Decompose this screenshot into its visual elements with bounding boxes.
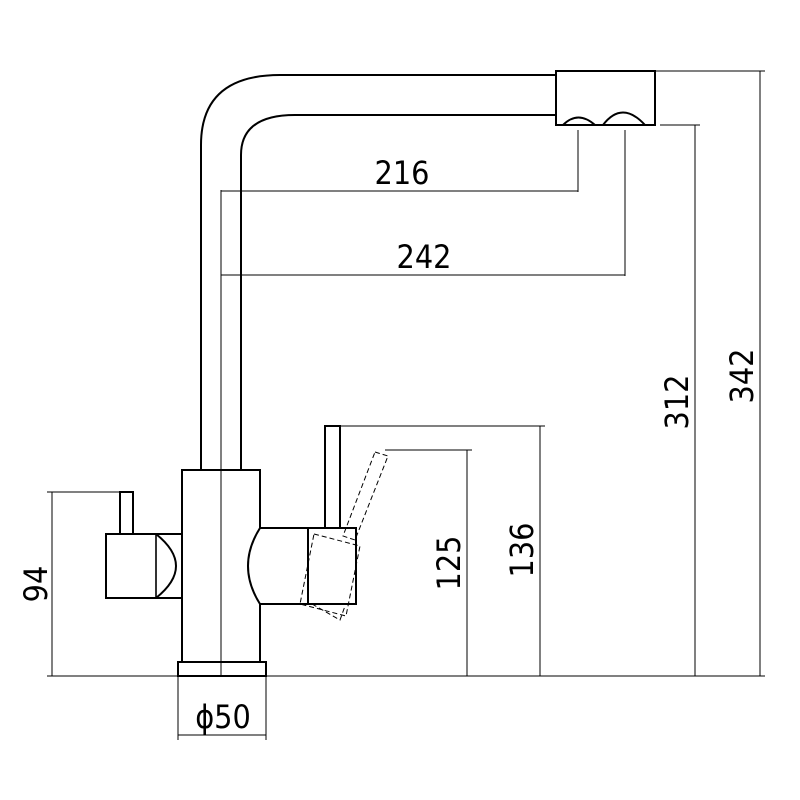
label-136: 136: [503, 523, 541, 578]
label-125: 125: [430, 536, 468, 591]
filter-handle-body: [247, 527, 309, 605]
spout-inner-edge: [240, 114, 556, 470]
main-handle-lever: [119, 491, 134, 535]
main-handle-dome: [153, 533, 183, 599]
outlet-left: [560, 116, 598, 126]
filter-handle-lever: [324, 425, 341, 529]
outlet-right: [600, 111, 648, 126]
spout-head: [555, 70, 656, 126]
label-342: 342: [723, 349, 761, 404]
filter-handle-block: [307, 527, 357, 605]
label-312: 312: [658, 375, 696, 430]
label-242: 242: [397, 238, 452, 276]
base-ring: [177, 661, 267, 677]
filter-lever-alt-position: [342, 451, 389, 541]
dimension-lines: [47, 70, 765, 740]
label-phi-50: ϕ50: [195, 698, 251, 736]
faucet-outline: [105, 70, 656, 677]
label-94: 94: [17, 566, 55, 603]
filter-body-alt-position: [311, 603, 346, 621]
label-216: 216: [375, 154, 430, 192]
dimension-labels: 216 242 ϕ50 312 342 94 125 136: [17, 154, 761, 736]
